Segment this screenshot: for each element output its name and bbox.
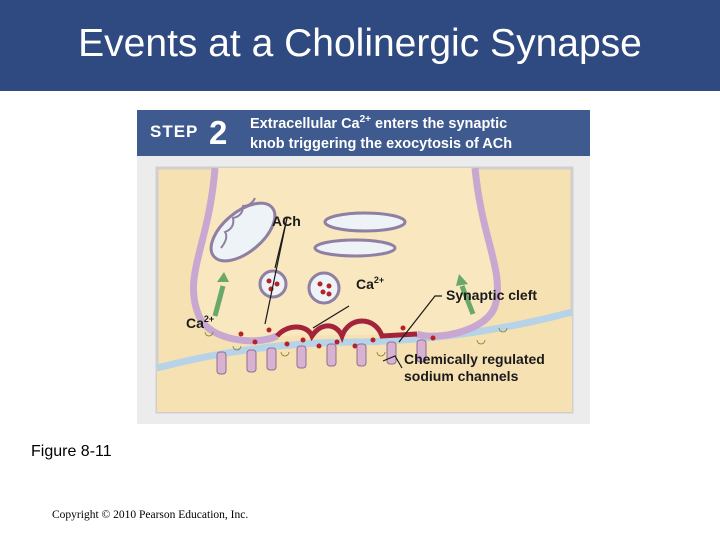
- figure-caption: Figure 8-11: [31, 443, 112, 460]
- ca-arrow-left: [212, 285, 226, 317]
- step-header: STEP 2 Extracellular Ca2+ enters the syn…: [137, 110, 590, 156]
- step-caption: Extracellular Ca2+ enters the synaptic k…: [250, 114, 585, 153]
- sodium-channels: [216, 339, 427, 375]
- synapse-diagram: [155, 166, 574, 414]
- label-ca-right-text: Ca: [356, 276, 374, 292]
- label-ca-left-text: Ca: [186, 315, 204, 331]
- knob-membrane-right: [415, 167, 501, 340]
- label-ca-right: Ca2+: [356, 275, 385, 295]
- mitochondrion: [209, 197, 277, 263]
- label-ca-left: Ca2+: [186, 314, 215, 334]
- step-caption-line1b: enters the synaptic: [371, 116, 508, 132]
- er-sac-top: [323, 211, 407, 233]
- channels-leader: [382, 355, 403, 369]
- er-sac-bottom: [313, 238, 397, 258]
- label-ach: ACh: [272, 213, 301, 229]
- synapse-figure: STEP 2 Extracellular Ca2+ enters the syn…: [137, 110, 590, 424]
- calcium-ions: [204, 327, 508, 357]
- knob-membrane-left: [189, 167, 279, 345]
- label-ca-left-sup: 2+: [203, 314, 215, 324]
- slide-title: Events at a Cholinergic Synapse: [78, 22, 642, 65]
- label-channels-line2: sodium channels: [404, 368, 519, 384]
- step-word: STEP: [150, 122, 199, 141]
- step-caption-line1a: Extracellular Ca: [250, 116, 360, 132]
- step-number: 2: [209, 114, 228, 151]
- label-channels-line1: Chemically regulated: [404, 351, 545, 367]
- label-synaptic-cleft: Synaptic cleft: [446, 287, 538, 303]
- ca-arrow-left-head: [217, 272, 229, 282]
- cleft-leader: [398, 295, 442, 343]
- release-sites: [275, 318, 418, 343]
- step-caption-sup: 2+: [359, 114, 372, 125]
- ca-arrow-right: [459, 285, 476, 315]
- copyright: Copyright © 2010 Pearson Education, Inc.: [52, 509, 249, 521]
- label-channels: Chemically regulated sodium channels: [404, 351, 545, 385]
- ach-pointer-2: [264, 217, 288, 325]
- ca-right-pointer: [312, 305, 350, 329]
- label-ca-right-sup: 2+: [373, 275, 385, 285]
- step-caption-line2: knob triggering the exocytosis of ACh: [250, 136, 513, 152]
- vesicle-right: [307, 271, 341, 305]
- title-bar: [0, 0, 720, 91]
- ca-arrow-right-head: [456, 274, 468, 286]
